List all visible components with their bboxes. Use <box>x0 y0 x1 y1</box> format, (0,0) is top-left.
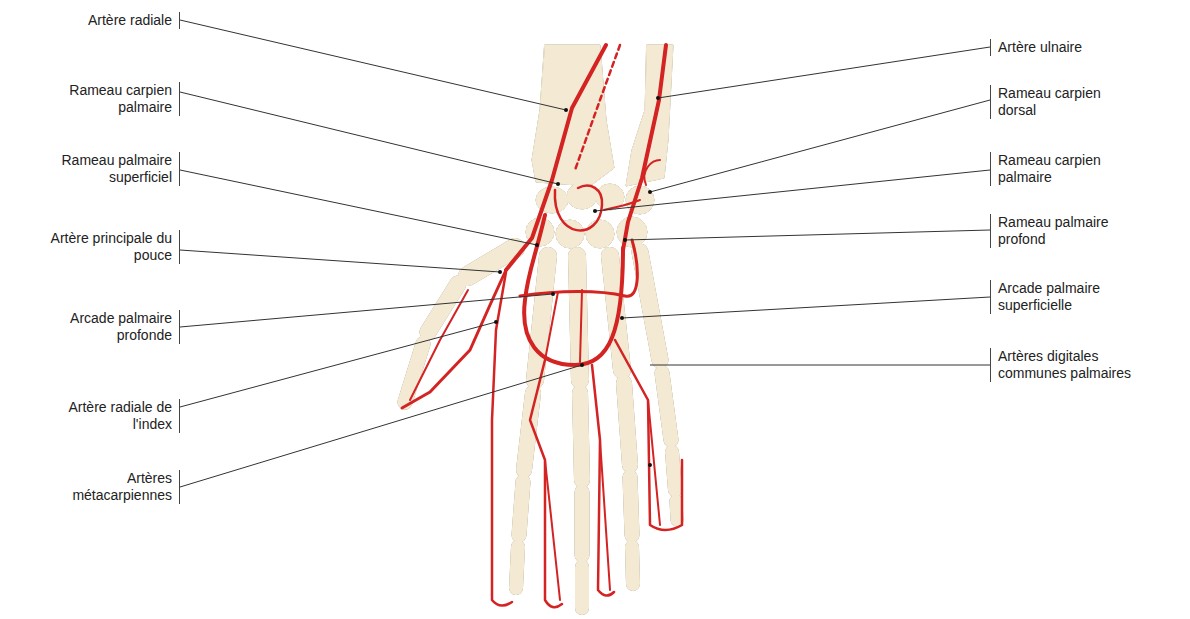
part-label: Artère radiale <box>88 12 180 29</box>
part-label: Rameau carpien dorsal <box>990 85 1118 119</box>
part-label: Artères digitales communes palmaires <box>990 348 1138 382</box>
leader-lines <box>180 20 990 487</box>
arteries <box>402 45 682 607</box>
part-label: Rameau carpien palmaire <box>990 152 1118 186</box>
part-label: Artère ulnaire <box>990 39 1082 56</box>
part-label: Rameau palmaire superficiel <box>47 152 180 186</box>
part-label: Artère principale du pouce <box>22 230 180 264</box>
part-label: Artère radiale de l'index <box>47 399 180 433</box>
part-label: Rameau palmaire profond <box>990 214 1123 248</box>
part-label: Arcade palmaire profonde <box>47 310 180 344</box>
part-label: Arcade palmaire superficielle <box>990 280 1123 314</box>
part-label: Artères métacarpiennes <box>62 470 180 504</box>
bones <box>405 45 677 608</box>
part-label: Rameau carpien palmaire <box>52 82 180 116</box>
leader-dots <box>494 96 660 467</box>
